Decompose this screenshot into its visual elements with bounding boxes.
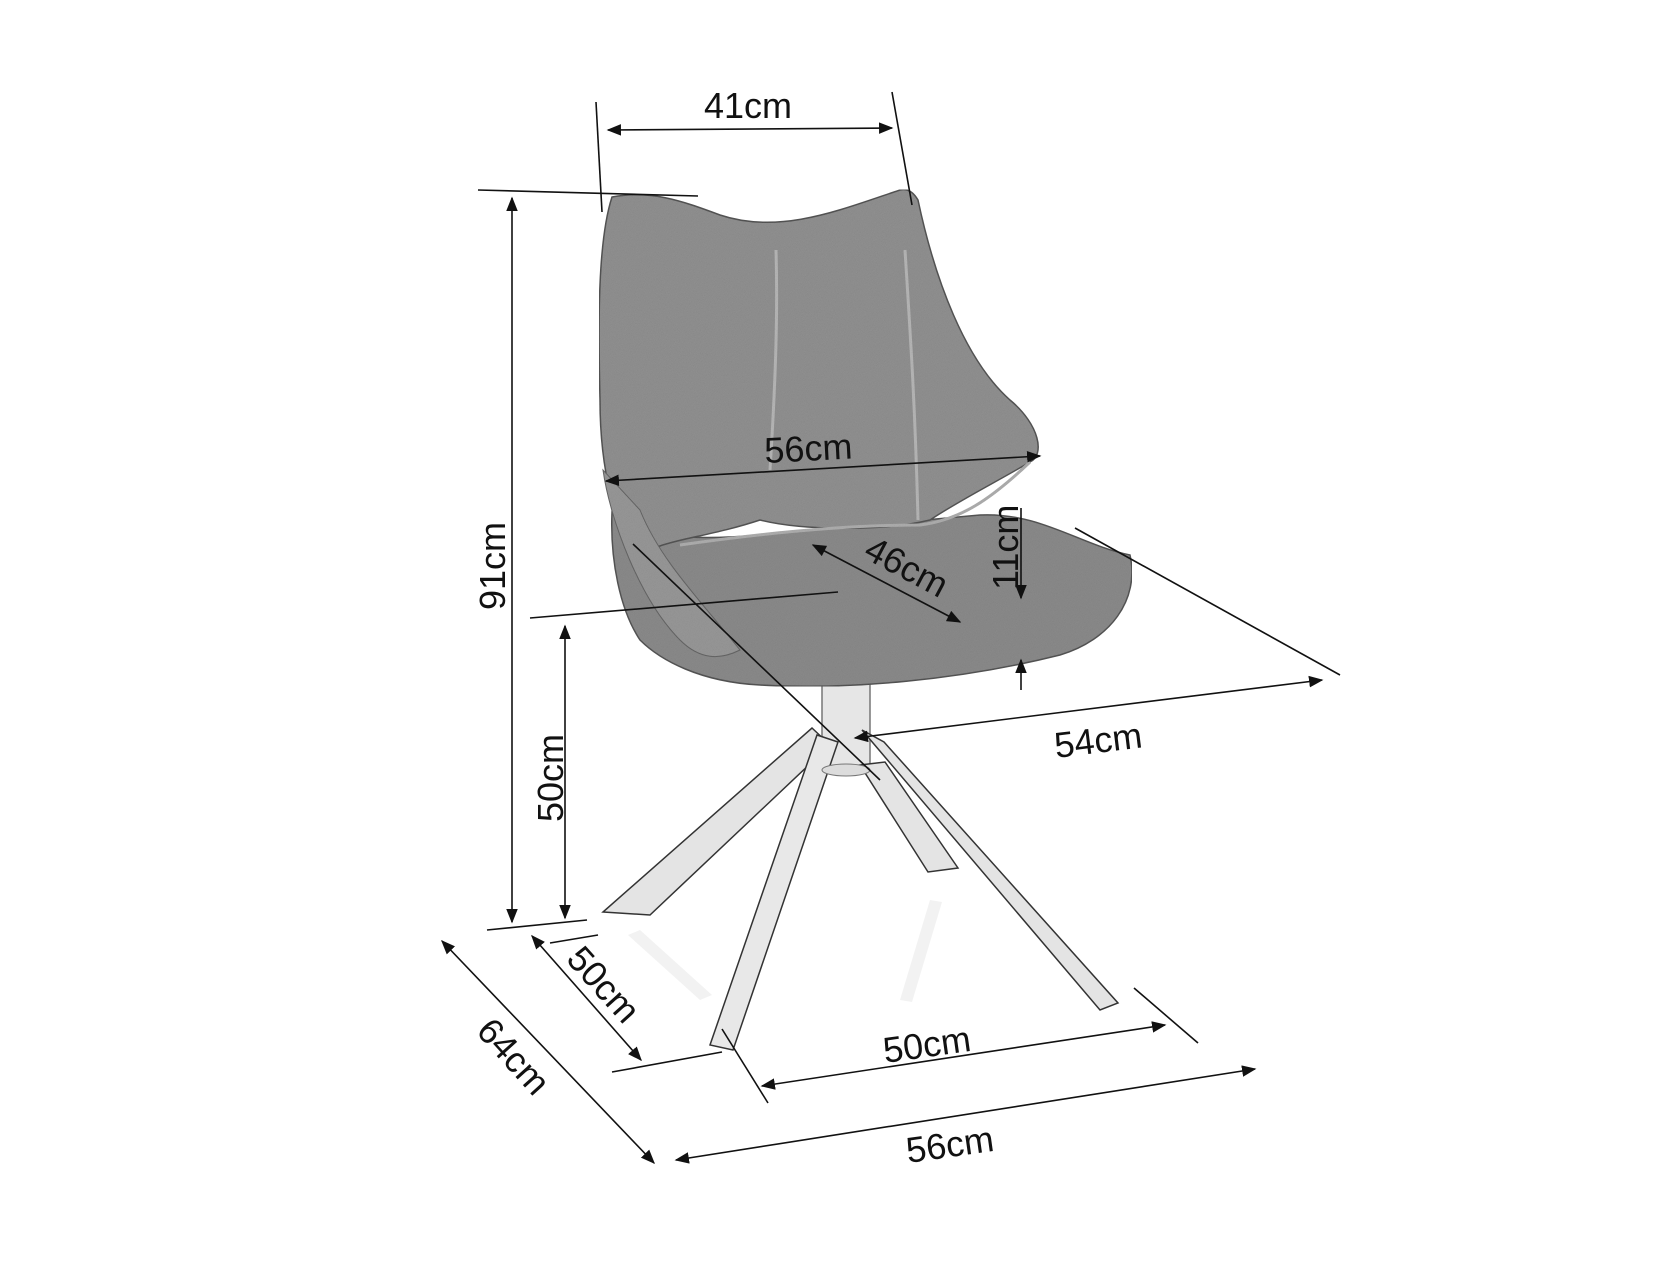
chair-base (601, 677, 1120, 1051)
label-base-width: 50cm (880, 1018, 973, 1071)
dim-line-overall-depth (441, 939, 655, 1165)
dim-line-seat-depth (811, 544, 962, 623)
dim-line-base-overall-width (674, 1065, 1257, 1164)
dim-line-shell-depth (853, 675, 1324, 743)
label-total-height: 91cm (472, 522, 513, 610)
label-backrest-width: 41cm (704, 85, 792, 126)
dim-line-overall-width (604, 450, 1042, 487)
label-overall-width: 56cm (763, 425, 853, 471)
label-base-overall-width: 56cm (903, 1118, 996, 1171)
label-seat-height: 50cm (530, 734, 571, 822)
dim-line-backrest-width (606, 122, 894, 136)
label-armrest-height: 11cm (985, 505, 1026, 590)
chair-shell (598, 188, 1133, 687)
label-shell-depth: 54cm (1052, 715, 1144, 766)
label-overall-depth: 64cm (469, 1010, 558, 1103)
